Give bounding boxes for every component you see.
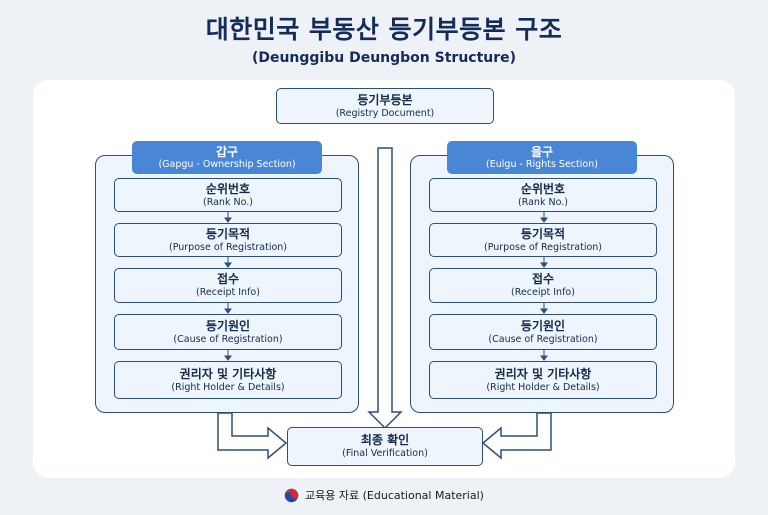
item-label: 접수 [531, 272, 555, 286]
gapgu-item-cause: 등기원인 (Cause of Registration) [114, 314, 342, 350]
item-sublabel: (Receipt Info) [511, 287, 575, 298]
item-label: 순위번호 [205, 181, 251, 196]
item-sublabel: (Cause of Registration) [173, 333, 283, 345]
eulgu-item-receipt: 접수 (Receipt Info) [429, 268, 657, 303]
taegeuk-emblem-icon [284, 488, 299, 502]
item-label: 등기원인 [520, 318, 566, 333]
gapgu-item-receipt: 접수 (Receipt Info) [114, 268, 342, 303]
item-sublabel: (Purpose of Registration) [168, 241, 288, 253]
right-step-arrows [540, 212, 548, 361]
item-sublabel: (Purpose of Registration) [483, 241, 603, 253]
registry-document-label: 등기부등본 [357, 92, 413, 107]
item-sublabel: (Right Holder & Details) [486, 381, 600, 393]
left-merge-arrow [217, 412, 288, 460]
item-label: 등기목적 [520, 226, 566, 241]
eulgu-header: 을구 (Eulgu - Rights Section) [447, 141, 637, 174]
gapgu-header: 갑구 (Gapgu - Ownership Section) [132, 141, 322, 174]
item-sublabel: (Cause of Registration) [488, 333, 598, 345]
item-label: 등기목적 [205, 226, 251, 241]
page-subtitle: (Deunggibu Deungbon Structure) [251, 50, 517, 66]
gapgu-item-purpose: 등기목적 (Purpose of Registration) [114, 223, 342, 257]
item-label: 등기원인 [205, 318, 251, 333]
right-merge-arrow [481, 412, 552, 460]
footer-text: 교육용 자료 (Educational Material) [305, 489, 484, 502]
eulgu-item-rank: 순위번호 (Rank No.) [429, 178, 657, 212]
item-sublabel: (Rank No.) [518, 196, 568, 208]
final-verification-box: 최종 확인 (Final Verification) [287, 427, 483, 466]
registry-document-box: 등기부등본 (Registry Document) [276, 88, 494, 124]
eulgu-subtitle: (Eulgu - Rights Section) [486, 158, 598, 170]
final-verification-label: 최종 확인 [360, 433, 410, 447]
item-label: 접수 [216, 272, 240, 286]
eulgu-item-purpose: 등기목적 (Purpose of Registration) [429, 223, 657, 257]
eulgu-item-holder: 권리자 및 기타사항 (Right Holder & Details) [429, 361, 657, 399]
item-sublabel: (Receipt Info) [196, 287, 260, 298]
gapgu-title: 갑구 [215, 144, 239, 159]
final-verification-sublabel: (Final Verification) [342, 448, 428, 459]
page-title: 대한민국 부동산 등기부등본 구조 [205, 15, 563, 44]
registry-document-sublabel: (Registry Document) [335, 107, 435, 119]
gapgu-item-rank: 순위번호 (Rank No.) [114, 178, 342, 212]
item-sublabel: (Rank No.) [203, 196, 253, 208]
gapgu-subtitle: (Gapgu - Ownership Section) [158, 158, 296, 170]
item-label: 권리자 및 기타사항 [494, 366, 592, 381]
item-label: 권리자 및 기타사항 [179, 366, 277, 381]
left-step-arrows [224, 212, 232, 361]
eulgu-item-cause: 등기원인 (Cause of Registration) [429, 314, 657, 350]
main-down-arrow [367, 147, 403, 430]
item-label: 순위번호 [520, 181, 566, 196]
eulgu-title: 을구 [530, 144, 554, 159]
gapgu-item-holder: 권리자 및 기타사항 (Right Holder & Details) [114, 361, 342, 399]
footer: 교육용 자료 (Educational Material) [0, 487, 768, 503]
item-sublabel: (Right Holder & Details) [171, 381, 285, 393]
